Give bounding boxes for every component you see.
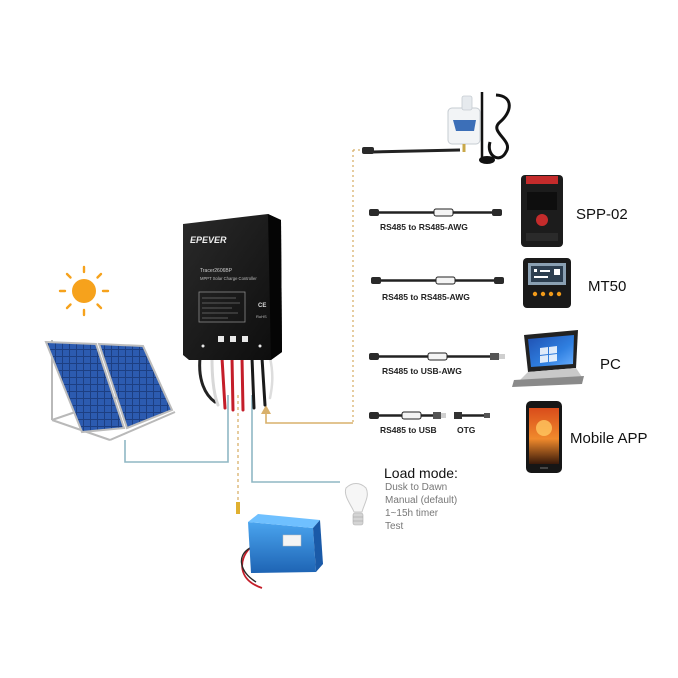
cable-rows — [369, 208, 505, 420]
otg-label: OTG — [457, 425, 476, 435]
cable-label-4: RS485 to USB — [380, 425, 437, 435]
rohs-mark: RoHS — [256, 314, 267, 319]
load-mode-option: 1~15h timer — [385, 508, 439, 519]
cable-label-2: RS485 to RS485-AWG — [382, 292, 470, 302]
wifi-module-icon — [362, 92, 511, 164]
sun-icon — [58, 265, 110, 317]
cable-rs485-awg-2 — [371, 276, 504, 285]
solar-panel-icon — [44, 340, 176, 441]
cable-rs485-usb-awg — [369, 352, 505, 361]
load-mode-option: Test — [385, 521, 404, 532]
cable-rs485-usb — [369, 411, 490, 420]
wiring — [124, 149, 365, 510]
device-label-mobile-app: Mobile APP — [570, 430, 648, 447]
ce-mark: CE — [258, 303, 266, 309]
controller-brand: EPEVER — [190, 235, 227, 245]
device-label-mt50: MT50 — [588, 278, 627, 295]
charge-controller: EPEVER Tracer2606BP MPPT Solar Charge Co… — [183, 214, 282, 412]
cable-label-3: RS485 to USB-AWG — [382, 366, 462, 376]
load-mode-option: Dusk to Dawn — [385, 482, 448, 493]
laptop-icon — [512, 330, 584, 387]
device-label-spp02: SPP-02 — [576, 206, 628, 223]
load-mode-title: Load mode: — [384, 465, 458, 481]
cable-label-1: RS485 to RS485-AWG — [380, 222, 468, 232]
battery-icon — [236, 502, 323, 589]
smartphone-icon — [526, 401, 562, 473]
mt50-meter-icon — [523, 258, 571, 308]
controller-model: Tracer2606BP — [200, 268, 233, 274]
bulb-icon — [344, 483, 368, 526]
load-mode-option: Manual (default) — [385, 495, 458, 506]
spp02-device-icon — [521, 175, 563, 247]
controller-subtitle: MPPT Solar Charge Controller — [200, 276, 257, 281]
cable-rs485-awg-1 — [369, 208, 502, 217]
spec-label — [198, 291, 246, 323]
device-label-pc: PC — [600, 356, 621, 373]
